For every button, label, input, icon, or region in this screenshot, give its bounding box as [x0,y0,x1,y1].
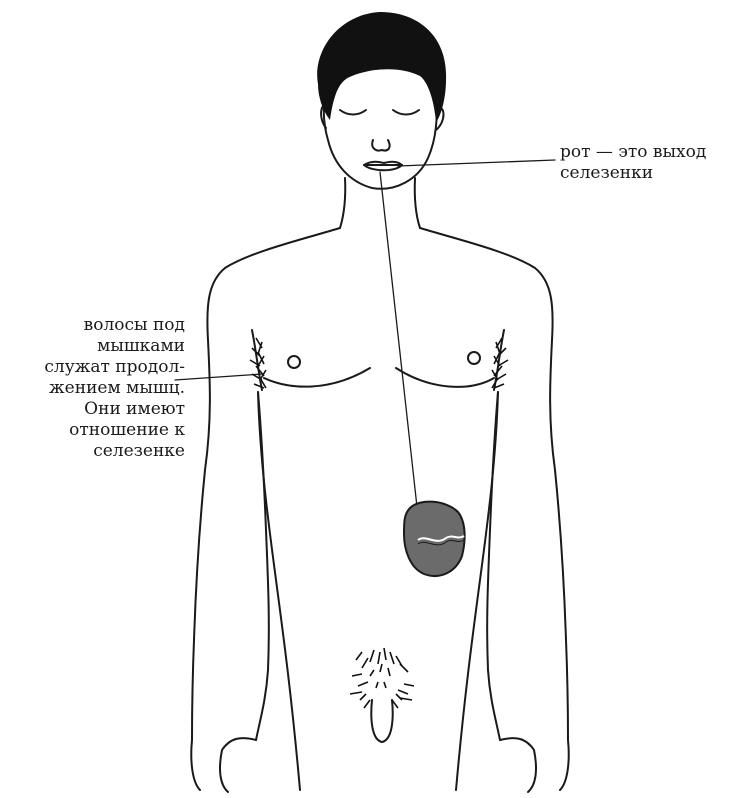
armpit-label-line-7: селезенке [44,441,185,462]
mouth-label-line-2: селезенки [560,163,706,184]
right-arm-inner [487,392,500,740]
left-hand [191,738,256,792]
spleen-organ [404,502,465,576]
right-nipple [468,352,480,364]
right-hand [500,738,569,792]
neck-left [340,178,345,228]
mouth-label: рот — это выход селезенки [560,142,706,184]
nose [372,140,389,151]
penis [371,700,392,742]
torso-right-side [456,392,498,790]
torso-left-outline [192,228,340,740]
neck-right [415,178,420,228]
mouth-pointer-line [398,160,555,166]
right-armpit-hair [492,338,508,388]
armpit-label-line-2: мышками [44,336,185,357]
right-pectoral [396,368,494,387]
armpit-label-line-5: Они имеют [44,399,185,420]
armpit-label-line-4: жением мышц. [44,378,185,399]
mouth-label-line-1: рот — это выход [560,142,706,163]
left-arm-inner [256,392,269,740]
torso-right-outline [420,228,568,740]
armpit-pointer-line [175,374,262,380]
armpit-label-line-6: отношение к [44,420,185,441]
pubic-hair [350,648,414,708]
torso-left-side [258,392,300,790]
armpit-label-line-1: волосы под [44,315,185,336]
armpit-label-line-3: служат продол- [44,357,185,378]
left-pectoral [264,368,370,387]
armpit-label: волосы под мышками служат продол- жением… [44,315,185,462]
spleen-pointer-line [380,172,418,516]
head-hair [317,12,446,122]
left-eye [340,110,366,115]
right-eye [393,110,419,115]
left-nipple [288,356,300,368]
